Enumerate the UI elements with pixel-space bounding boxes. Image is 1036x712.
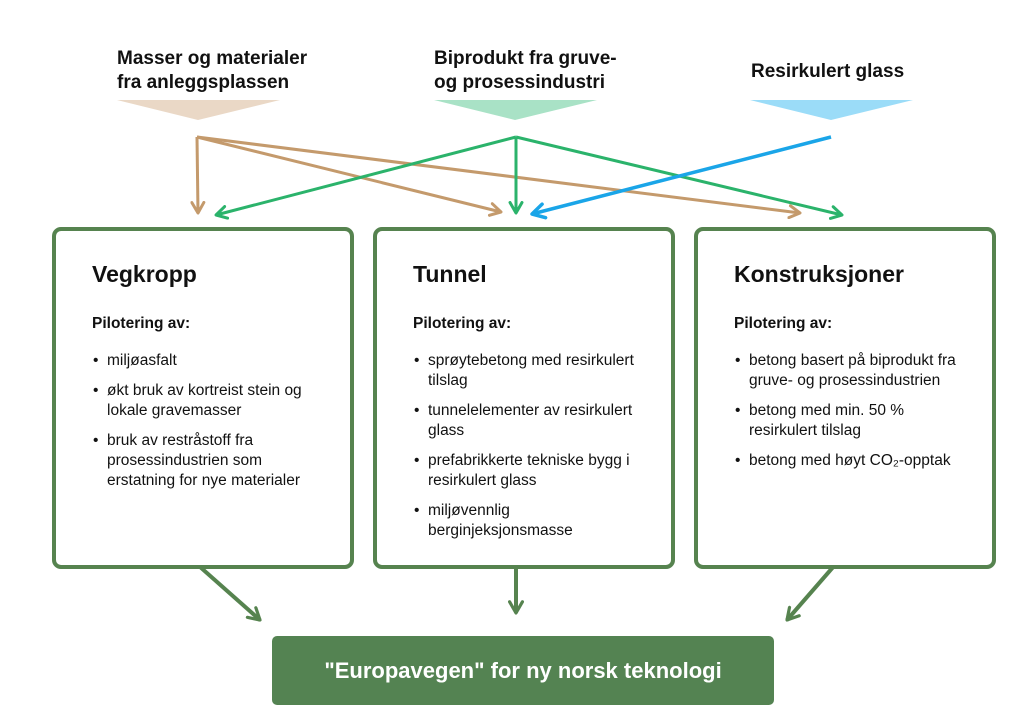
pilot-list: miljøasfalt økt bruk av kortreist stein … — [92, 351, 332, 501]
category-box-vegkropp: Vegkropp Pilotering av: miljøasfalt økt … — [52, 227, 354, 569]
source-label-line: Masser og materialer — [117, 48, 308, 69]
list-item: miljøasfalt — [92, 351, 332, 371]
list-item: betong basert på biprodukt fra gruve- og… — [734, 351, 974, 391]
flow-arrow-masser-tunnel — [196, 135, 503, 217]
list-item: miljøvennlig berginjeksjonsmasse — [413, 501, 653, 541]
list-item: betong med min. 50 % resirkulert tilslag — [734, 401, 974, 441]
category-box-tunnel: Tunnel Pilotering av: sprøytebetong med … — [373, 227, 675, 569]
source-triangle-glass — [750, 100, 913, 120]
output-arrow-konstruksjoner — [785, 564, 836, 622]
source-label-line: Biprodukt fra gruve- — [434, 48, 617, 69]
pilot-list: betong basert på biprodukt fra gruve- og… — [734, 351, 974, 481]
source-label-masser: Masser og materialer fra anleggsplassen — [117, 47, 307, 95]
flow-arrow-biprodukt-vegkropp — [214, 135, 517, 220]
source-label-line: Resirkulert glass — [751, 61, 905, 82]
box-title: Konstruksjoner — [734, 261, 904, 287]
pilot-list: sprøytebetong med resirkulert tilslag tu… — [413, 351, 653, 551]
flow-arrow-masser-konstruksjoner — [196, 135, 802, 220]
box-title: Vegkropp — [92, 261, 197, 287]
flow-arrow-glass-tunnel — [530, 135, 832, 220]
box-subtitle: Pilotering av: — [413, 315, 512, 332]
box-title: Tunnel — [413, 261, 487, 287]
source-triangle-biprodukt — [434, 100, 597, 120]
output-arrow-vegkropp — [197, 564, 262, 622]
list-item: betong med høyt CO₂-opptak — [734, 451, 974, 471]
source-label-glass: Resirkulert glass — [751, 60, 904, 84]
source-triangle-masser — [117, 100, 280, 120]
category-box-konstruksjoner: Konstruksjoner Pilotering av: betong bas… — [694, 227, 996, 569]
list-item: bruk av restråstoff fra prosessindustrie… — [92, 431, 332, 491]
europavegen-button[interactable]: "Europavegen" for ny norsk teknologi — [272, 636, 774, 705]
list-item: økt bruk av kortreist stein og lokale gr… — [92, 381, 332, 421]
list-item: sprøytebetong med resirkulert tilslag — [413, 351, 653, 391]
source-label-line: fra anleggsplassen — [117, 72, 290, 93]
list-item: tunnelelementer av resirkulert glass — [413, 401, 653, 441]
source-label-biprodukt: Biprodukt fra gruve- og prosessindustri — [434, 47, 617, 95]
box-subtitle: Pilotering av: — [92, 315, 191, 332]
source-label-line: og prosessindustri — [434, 72, 606, 93]
list-item: prefabrikkerte tekniske bygg i resirkule… — [413, 451, 653, 491]
box-subtitle: Pilotering av: — [734, 315, 833, 332]
flow-arrow-masser-vegkropp — [190, 136, 206, 215]
